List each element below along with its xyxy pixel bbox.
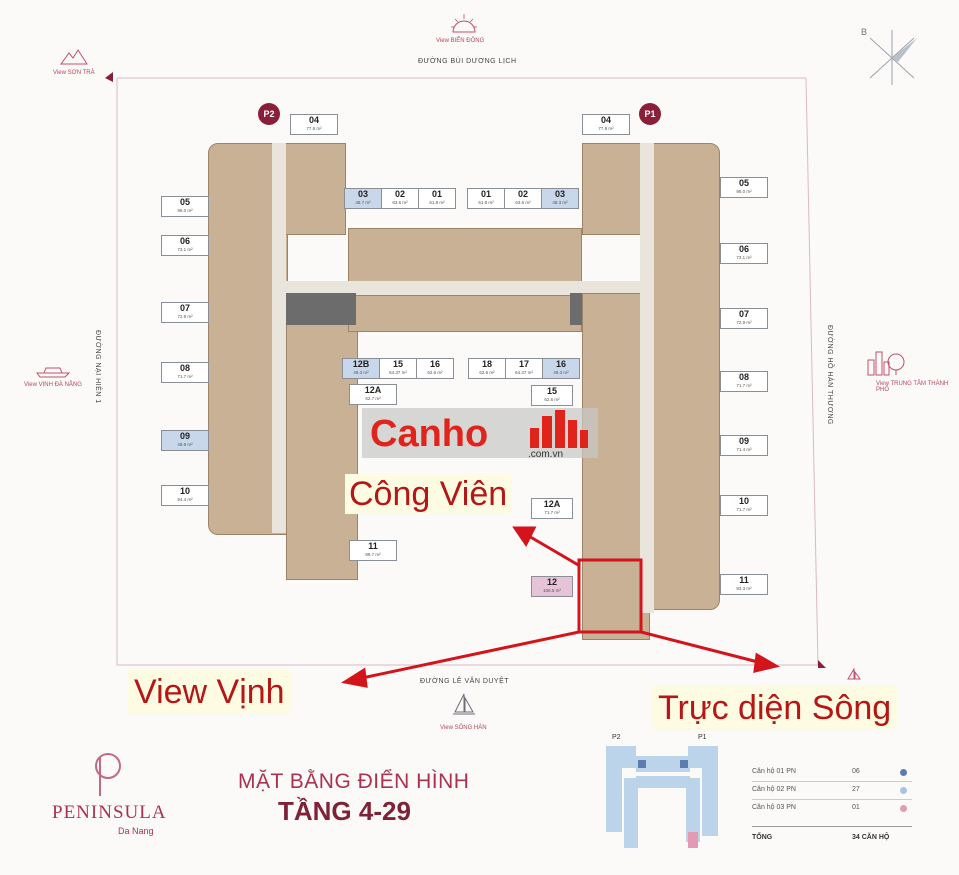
sunrise-icon (451, 12, 477, 41)
view-bottom-label: View SÔNG HÀN (440, 725, 487, 731)
p2-north-block (278, 143, 346, 235)
key-plan: P2 P1 (602, 734, 720, 852)
road-bottom-label: ĐƯỜNG LÊ VĂN DUYỆT (420, 678, 510, 685)
view-top-left-label: View SƠN TRÀ (53, 70, 95, 76)
legend-divider (752, 799, 912, 800)
ship-icon (36, 364, 71, 383)
south-link-block (348, 295, 582, 332)
key-plan-p2-label: P2 (612, 734, 621, 741)
road-top-label: ĐƯỜNG BÙI DƯƠNG LỊCH (418, 58, 517, 65)
brand-name: PENINSULA (52, 802, 167, 823)
legend-total-label: TỔNG (752, 834, 773, 841)
tower-badge-p2: P2 (258, 103, 280, 125)
annotation-park: Công Viên (345, 474, 512, 514)
p2-east-wing (286, 293, 358, 580)
watermark-buildings-icon (530, 410, 588, 448)
plan-title: MẶT BẰNG ĐIỂN HÌNH (238, 770, 470, 793)
floor-plan (208, 143, 720, 640)
legend-label-3: Căn hộ 03 PN (752, 804, 796, 811)
tower-badge-p1: P1 (639, 103, 661, 125)
legend-label-1: Căn hộ 01 PN (752, 768, 796, 775)
legend-divider (752, 781, 912, 782)
main-corridor (272, 281, 650, 295)
p2-core (286, 293, 356, 325)
compass-icon (862, 30, 922, 90)
view-top-label: View BIỂN ĐÔNG (436, 38, 485, 44)
watermark: Canho .com.vn (362, 408, 598, 460)
p1-north-block (582, 143, 650, 235)
key-plan-p1-label: P1 (698, 734, 707, 741)
p1-corridor (640, 143, 654, 613)
sailboat-icon (452, 692, 476, 723)
compass-north-label: B (861, 27, 868, 37)
p2-corridor (272, 143, 286, 533)
brand-city: Da Nang (118, 826, 154, 836)
legend-total-divider (752, 826, 912, 827)
legend-count-1: 06 (852, 768, 860, 775)
road-right-label: ĐƯỜNG HỒ HÁN THƯƠNG (826, 325, 833, 425)
legend-count-3: 01 (852, 804, 860, 811)
watermark-domain: .com.vn (528, 449, 564, 460)
view-right-label: View TRUNG TÂM THÀNH PHỐ (876, 381, 949, 393)
annotation-bay-view: View Vịnh (128, 670, 291, 714)
annotation-river-view: Trực diện Sông (652, 686, 898, 730)
peninsula-logo-icon (86, 748, 132, 803)
road-left-label: ĐƯỜNG NẠI HIÊN 1 (94, 330, 101, 404)
legend-swatch-2 (900, 787, 907, 794)
mountain-icon (60, 48, 88, 71)
legend-count-2: 27 (852, 786, 860, 793)
legend-label-2: Căn hộ 02 PN (752, 786, 796, 793)
watermark-brand: Canho (370, 413, 489, 455)
legend-swatch-3 (900, 805, 907, 812)
legend-swatch-1 (900, 769, 907, 776)
legend-total-value: 34 CĂN HỘ (852, 834, 890, 841)
view-left-label: View VỊNH ĐÀ NẴNG (24, 382, 82, 388)
city-skyline-icon (866, 348, 906, 381)
plan-floor-range: TẦNG 4-29 (278, 796, 411, 826)
sailboat-small-icon (846, 667, 862, 687)
